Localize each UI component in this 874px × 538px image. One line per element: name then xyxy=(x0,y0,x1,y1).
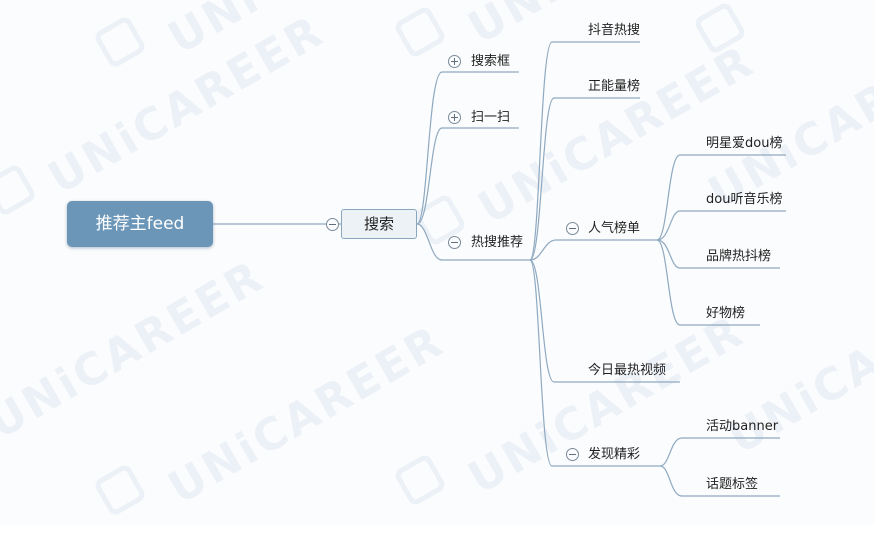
topic-dou-music-list[interactable]: dou听音乐榜 xyxy=(706,192,783,207)
expand-search-box-icon[interactable] xyxy=(448,55,461,68)
link-hot-energy xyxy=(529,97,640,261)
mindmap-canvas: UNiCAREER UNiCAREER UNiCAREER UNiCAREER … xyxy=(0,0,874,518)
topic-activity-banner[interactable]: 活动banner xyxy=(706,419,779,434)
topic-hot-recommend[interactable]: 热搜推荐 xyxy=(471,235,524,250)
link-disc-banner xyxy=(659,437,780,467)
topic-douyin-hot[interactable]: 抖音热搜 xyxy=(588,23,641,38)
link-pop-music xyxy=(656,210,786,241)
bottom-band xyxy=(0,525,874,538)
topic-goods-list[interactable]: 好物榜 xyxy=(706,306,746,321)
topic-discover[interactable]: 发现精彩 xyxy=(588,447,641,462)
link-disc-topic xyxy=(659,465,780,497)
link-search-searchbox xyxy=(416,71,519,225)
collapse-search-icon[interactable] xyxy=(326,218,339,231)
connector-lines xyxy=(213,41,786,497)
link-hot-popularity xyxy=(529,239,657,261)
link-hot-douyin xyxy=(529,41,640,261)
link-hot-discover xyxy=(529,259,660,467)
expand-scan-icon[interactable] xyxy=(448,111,461,124)
link-pop-star xyxy=(656,154,786,241)
topic-positive-energy[interactable]: 正能量榜 xyxy=(588,79,641,94)
collapse-discover-icon[interactable] xyxy=(566,448,579,461)
link-search-hot xyxy=(416,223,530,261)
link-search-scan xyxy=(416,127,519,225)
topic-search-box[interactable]: 搜索框 xyxy=(471,54,511,69)
link-pop-brand xyxy=(656,239,780,269)
link-pop-goods xyxy=(656,239,760,326)
collapse-popularity-icon[interactable] xyxy=(566,222,579,235)
topic-today-hot-video[interactable]: 今日最热视频 xyxy=(588,363,667,378)
topic-popularity[interactable]: 人气榜单 xyxy=(588,221,641,236)
link-hot-today xyxy=(529,259,680,383)
root-topic[interactable]: 推荐主feed xyxy=(67,201,213,247)
topic-brand-hot-list[interactable]: 品牌热抖榜 xyxy=(706,249,772,264)
topic-topic-tag[interactable]: 话题标签 xyxy=(706,477,759,492)
topic-scan[interactable]: 扫一扫 xyxy=(471,110,511,125)
search-topic[interactable]: 搜索 xyxy=(341,209,417,239)
topic-star-dou-list[interactable]: 明星爱dou榜 xyxy=(706,136,783,151)
collapse-hot-recommend-icon[interactable] xyxy=(448,236,461,249)
